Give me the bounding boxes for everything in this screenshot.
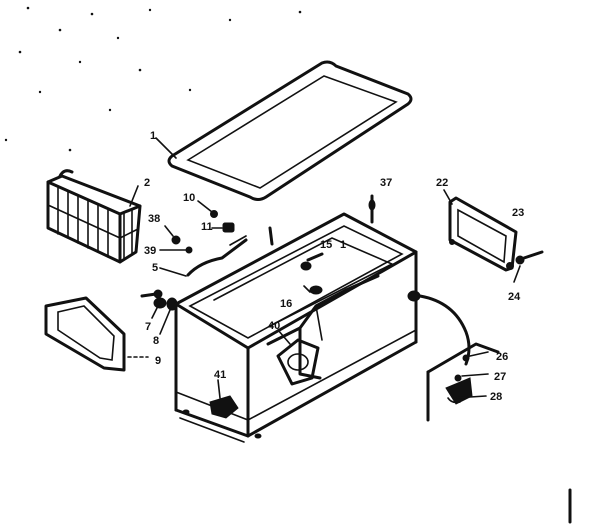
label-part-1-lid: 1 bbox=[150, 130, 156, 142]
fastener-10-11 bbox=[197, 200, 235, 233]
label-part-15: 15 bbox=[320, 239, 332, 251]
label-part-38: 38 bbox=[148, 213, 160, 225]
label-part-7: 7 bbox=[145, 321, 151, 333]
bracket-part-37 bbox=[368, 194, 376, 224]
scan-noise bbox=[4, 6, 302, 152]
label-part-37: 37 bbox=[380, 177, 392, 189]
label-part-10: 10 bbox=[183, 192, 195, 204]
interior-fittings-15-16 bbox=[300, 252, 324, 295]
rear-panel-22-23-24 bbox=[443, 189, 544, 283]
label-part-39: 39 bbox=[144, 245, 156, 257]
label-part-8: 8 bbox=[153, 335, 159, 347]
control-housing-part-40 bbox=[276, 329, 320, 386]
electrical-box-26-27-28 bbox=[426, 342, 500, 422]
label-part-41: 41 bbox=[214, 369, 226, 381]
hinge-rod-part-5 bbox=[159, 226, 274, 277]
label-part-2: 2 bbox=[144, 177, 150, 189]
lid-gasket-part bbox=[155, 60, 413, 201]
freezer-cabinet bbox=[174, 212, 418, 443]
label-part-11: 11 bbox=[201, 221, 213, 233]
panel-part-9 bbox=[44, 296, 149, 372]
screw-38-39 bbox=[159, 225, 193, 254]
label-part-16: 16 bbox=[280, 298, 292, 310]
label-part-22: 22 bbox=[436, 177, 448, 189]
label-part-23: 23 bbox=[512, 207, 524, 219]
side-connector bbox=[407, 290, 471, 366]
caster-part-41 bbox=[209, 379, 239, 419]
wire-basket-part bbox=[46, 169, 142, 264]
label-part-9: 9 bbox=[155, 355, 161, 367]
label-part-26: 26 bbox=[496, 351, 508, 363]
part-number-labels: 1 2 10 11 38 39 5 7 8 9 15 1 16 37 40 41… bbox=[144, 130, 524, 403]
label-part-24: 24 bbox=[508, 291, 521, 303]
label-part-1-cabinet: 1 bbox=[340, 239, 346, 251]
label-part-27: 27 bbox=[494, 371, 506, 383]
label-part-28: 28 bbox=[490, 391, 502, 403]
label-part-5: 5 bbox=[152, 262, 158, 274]
knob-7-8 bbox=[140, 289, 178, 335]
label-part-40: 40 bbox=[268, 320, 280, 332]
